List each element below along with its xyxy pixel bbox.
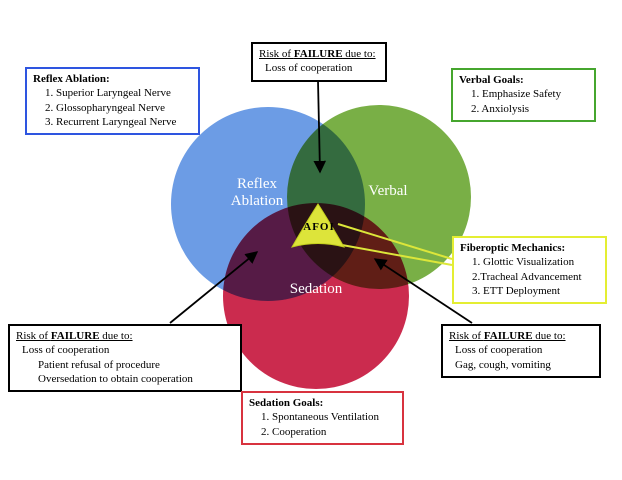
fiberoptic-connector-line-top <box>337 223 453 260</box>
list-item: 1. Glottic Visualization <box>472 256 575 269</box>
arrow-risk-top-to-reflex-verbal-overlap <box>313 80 327 174</box>
list-item: 3. Recurrent Laryngeal Nerve <box>45 115 177 128</box>
risk-line: Oversedation to obtain cooperation <box>38 372 193 385</box>
circle-label-reflex-ablation: Reflex Ablation <box>207 176 307 209</box>
arrow-risk-right-to-verbal-sedation-overlap <box>373 258 473 324</box>
box-risk-failure-left: Risk of FAILURE due to: Loss of cooperat… <box>8 324 242 393</box>
risk-title-prefix: Risk of <box>16 330 51 342</box>
box-sedation-goals-title: Sedation Goals: <box>249 397 324 409</box>
risk-title-suffix: due to: <box>342 48 376 60</box>
reflex-label-line1: Reflex <box>237 176 277 192</box>
list-item: 1. Superior Laryngeal Nerve <box>45 87 171 100</box>
circle-label-sedation: Sedation <box>289 281 343 297</box>
fiberoptic-connector-line-bottom <box>330 242 453 266</box>
box-fiberoptic-title: Fiberoptic Mechanics: <box>460 242 566 254</box>
box-reflex-ablation-title: Reflex Ablation: <box>33 73 110 85</box>
arrow-risk-left-to-reflex-sedation-overlap <box>169 251 259 324</box>
risk-title-failure: FAILURE <box>483 330 533 342</box>
risk-title-prefix: Risk of <box>259 48 294 60</box>
risk-title-prefix: Risk of <box>449 330 484 342</box>
risk-title-failure: FAILURE <box>293 48 343 60</box>
risk-line: Patient refusal of procedure <box>38 358 160 371</box>
risk-title-failure: FAILURE <box>50 330 100 342</box>
risk-line: Gag, cough, vomiting <box>455 358 551 371</box>
box-risk-left-title: Risk of FAILURE due to: <box>16 329 234 343</box>
risk-title-suffix: due to: <box>532 330 566 342</box>
box-risk-right-title: Risk of FAILURE due to: <box>449 329 593 343</box>
box-risk-top-title: Risk of FAILURE due to: <box>259 47 379 61</box>
reflex-label-line2: Ablation <box>230 192 284 209</box>
list-item: 2.Tracheal Advancement <box>472 270 582 283</box>
box-risk-failure-right: Risk of FAILURE due to: Loss of cooperat… <box>441 324 601 378</box>
box-verbal-goals: Verbal Goals: 1. Emphasize Safety 2. Anx… <box>451 68 596 122</box>
list-item: 2. Anxiolysis <box>471 102 530 115</box>
box-fiberoptic-mechanics: Fiberoptic Mechanics: 1. Glottic Visuali… <box>452 236 607 305</box>
list-item: 1. Spontaneous Ventilation <box>261 411 380 424</box>
box-sedation-goals: Sedation Goals: 1. Spontaneous Ventilati… <box>241 391 404 445</box>
list-item: 1. Emphasize Safety <box>471 88 562 101</box>
box-reflex-ablation: Reflex Ablation: 1. Superior Laryngeal N… <box>25 67 200 136</box>
list-item: 2. Cooperation <box>261 425 327 438</box>
center-label-afoi: AFOI <box>303 221 335 233</box>
box-verbal-goals-title: Verbal Goals: <box>459 74 524 86</box>
risk-line: Loss of cooperation <box>265 62 353 75</box>
risk-title-suffix: due to: <box>99 330 133 342</box>
list-item: 3. ETT Deployment <box>472 284 561 297</box>
list-item: 2. Glossopharyngeal Nerve <box>45 101 166 114</box>
box-risk-failure-top: Risk of FAILURE due to: Loss of cooperat… <box>251 42 387 82</box>
afoi-center-triangle <box>290 203 346 248</box>
risk-line: Loss of cooperation <box>22 344 110 357</box>
risk-line: Loss of cooperation <box>455 344 543 357</box>
circle-label-verbal: Verbal <box>368 183 408 199</box>
